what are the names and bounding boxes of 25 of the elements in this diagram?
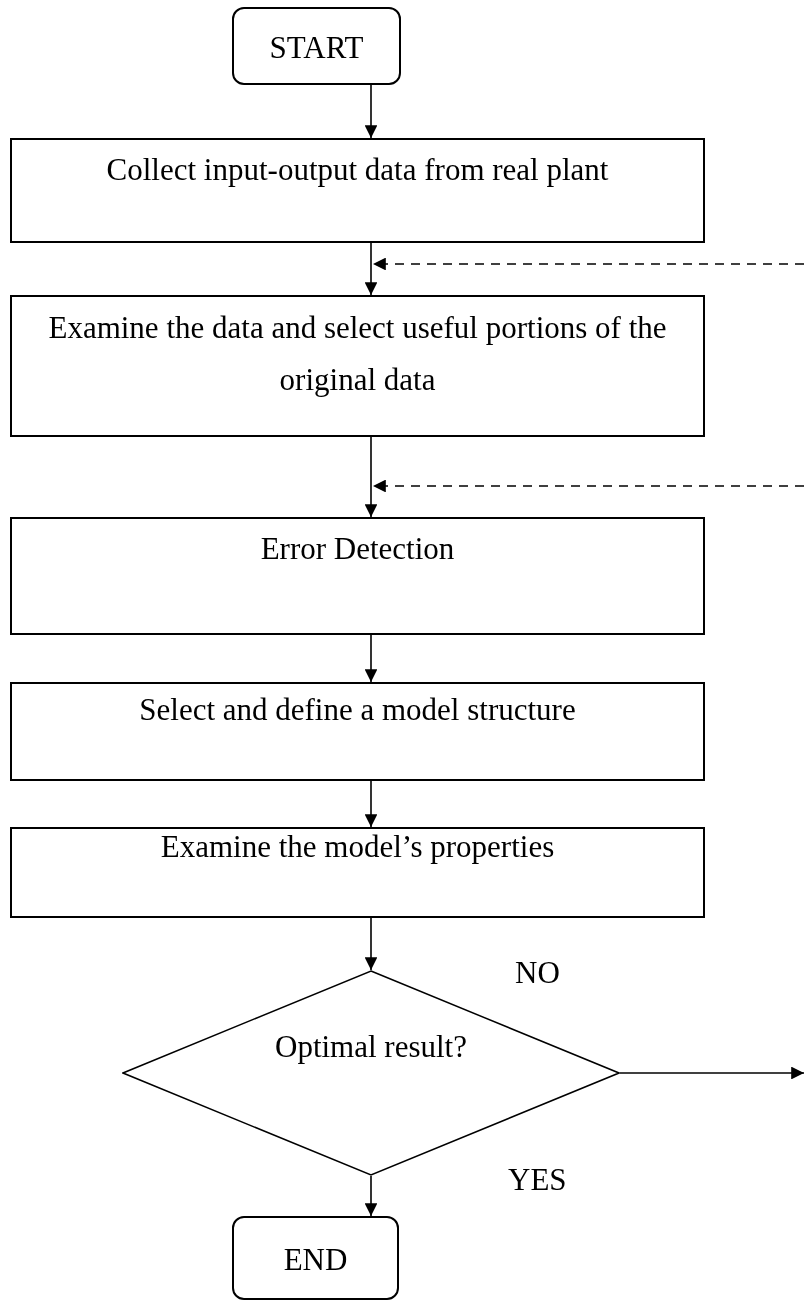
arrow: [364, 780, 378, 828]
terminal-box: [232, 7, 401, 85]
arrow: [619, 1066, 804, 1080]
box-text: Error Detection: [259, 530, 456, 568]
box-text: START: [268, 29, 365, 67]
arrow: [364, 242, 378, 296]
dashed-arrow: [372, 257, 804, 271]
box-text: Select and define a model structure: [138, 691, 577, 729]
terminal-box: [232, 1216, 399, 1300]
arrow: [364, 436, 378, 518]
box-text: END: [282, 1241, 349, 1279]
arrow: [364, 84, 378, 139]
box-text: Examine the data and select useful portions of the original data: [47, 309, 668, 399]
process-box: [10, 138, 705, 243]
box-text: Examine the model’s properties: [159, 828, 556, 866]
process-box: [10, 827, 705, 918]
process-box: [10, 295, 705, 437]
arrow: [364, 1175, 378, 1217]
dashed-arrow: [372, 479, 804, 493]
arrow: [364, 634, 378, 683]
arrow: [364, 917, 378, 971]
process-box: [10, 682, 705, 781]
process-box: [10, 517, 705, 635]
box-text: Optimal result?: [274, 1028, 468, 1066]
box-text: Collect input-output data from real plant: [105, 151, 610, 189]
